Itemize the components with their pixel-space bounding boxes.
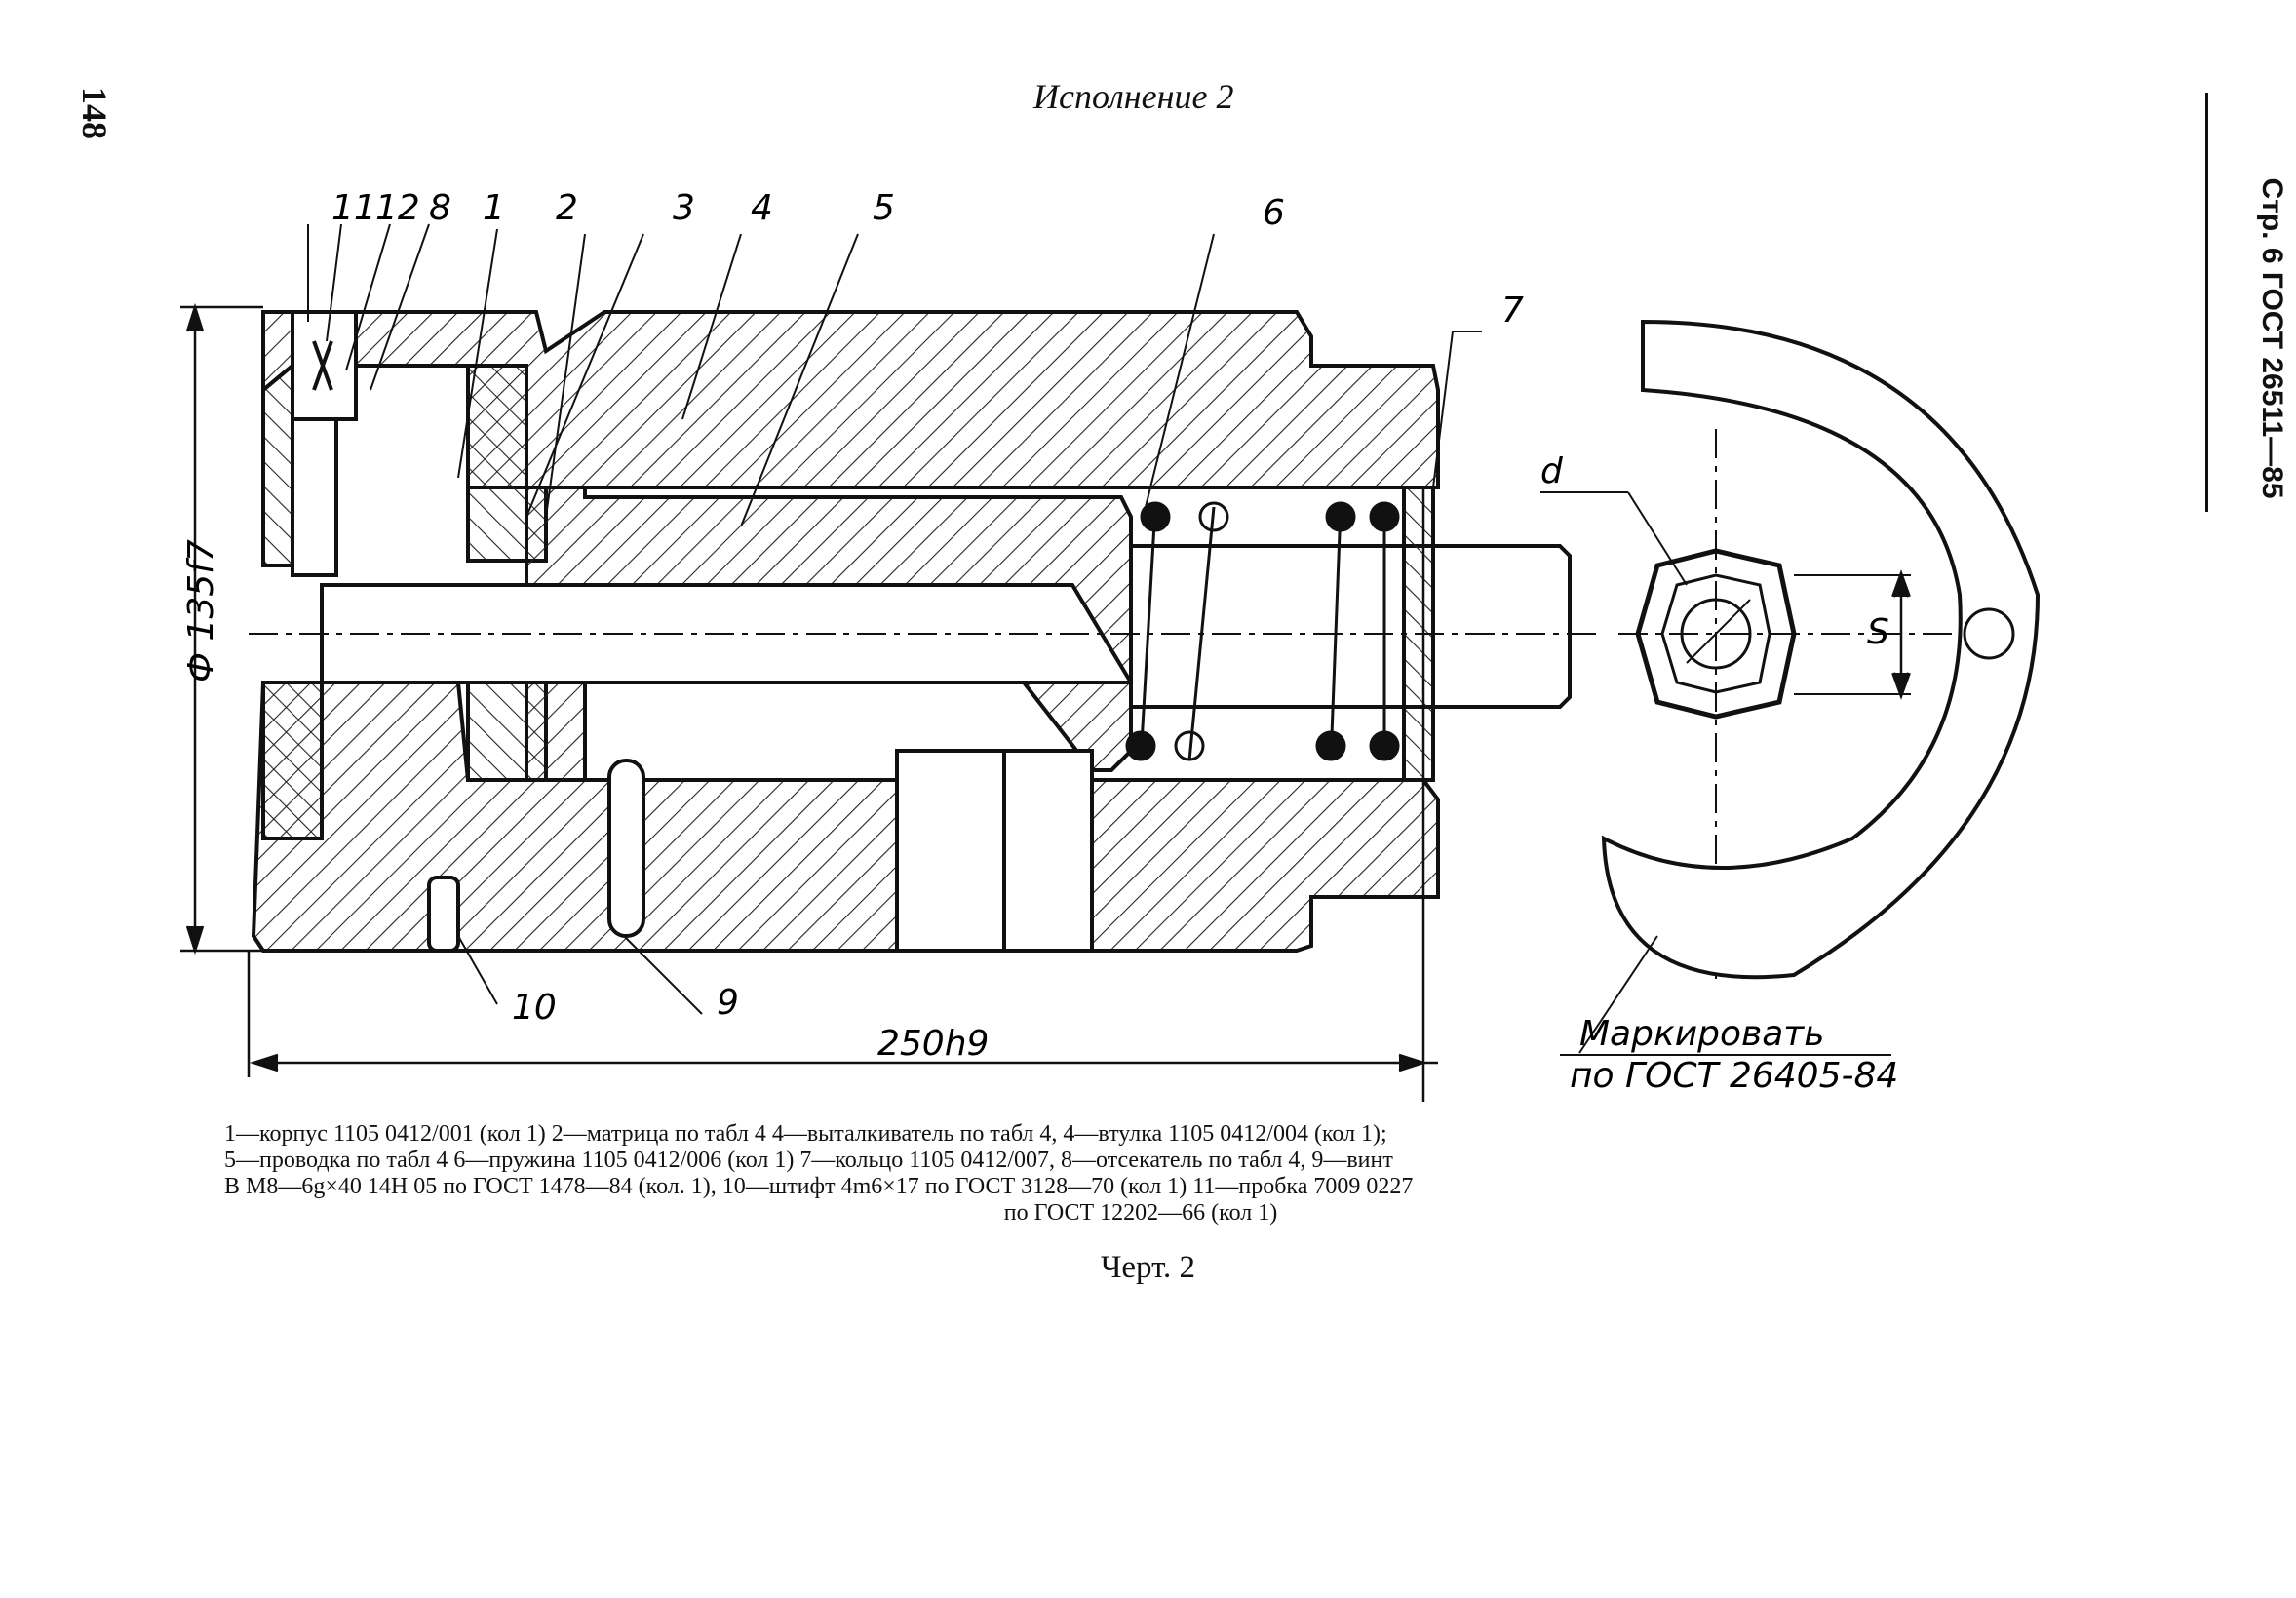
dimension-lines — [180, 302, 1438, 1102]
end-view — [1601, 319, 2041, 980]
parts-list-caption: 1—корпус 1105 0412/001 (кол 1) 2—матрица… — [224, 1121, 2057, 1227]
callout-10: 10 — [512, 988, 557, 1028]
drawing-heading: Исполнение 2 — [1033, 77, 1234, 116]
technical-drawing: 11 12 8 1 2 3 4 5 6 7 10 9 d S Ф 135f7 2… — [180, 188, 2041, 1102]
header-rule — [2205, 93, 2208, 512]
caption-line: по ГОСТ 12202—66 (кол 1) — [1003, 1200, 1278, 1226]
marking-note-line1: Маркировать — [1579, 1014, 1824, 1054]
inner-parts — [291, 310, 1572, 953]
callout-d: d — [1540, 451, 1564, 491]
figure-label: Черт. 2 — [1100, 1250, 1196, 1285]
leader-lines — [307, 223, 1891, 1056]
callout-6: 6 — [1263, 193, 1285, 233]
callout-2: 2 — [556, 188, 578, 228]
caption-line: 5—проводка по табл 4 6—пружина 1105 0412… — [224, 1148, 1393, 1173]
callout-9: 9 — [717, 983, 739, 1023]
callout-11: 11 — [331, 188, 376, 228]
callout-s: S — [1867, 612, 1889, 652]
callout-1: 1 — [483, 188, 505, 228]
caption-line: 1—корпус 1105 0412/001 (кол 1) 2—матрица… — [224, 1121, 1387, 1147]
callout-4: 4 — [751, 188, 773, 228]
marking-note-line2: по ГОСТ 26405-84 — [1570, 1056, 1898, 1096]
caption-line: В М8—6g×40 14Н 05 по ГОСТ 1478—84 (кол. … — [224, 1174, 1414, 1199]
diameter-dimension: Ф 135f7 — [181, 539, 221, 682]
callout-7: 7 — [1501, 291, 1524, 331]
callout-5: 5 — [873, 188, 895, 228]
callout-8: 8 — [429, 188, 451, 228]
length-dimension: 250h9 — [877, 1024, 989, 1064]
callout-12: 12 — [375, 188, 420, 228]
callout-3: 3 — [673, 188, 695, 228]
